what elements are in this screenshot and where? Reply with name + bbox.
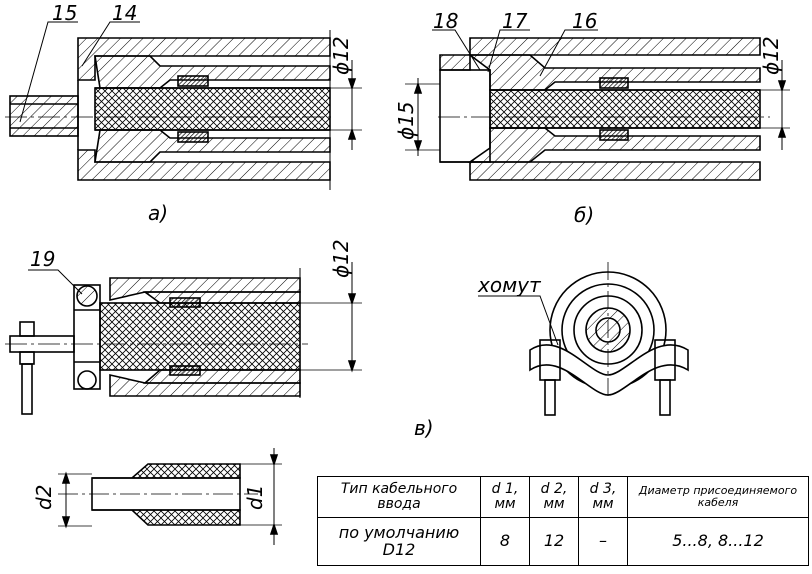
header-cable-diameter: Диаметр присоединяемого кабеля	[627, 476, 809, 518]
header-d2: d 2, мм	[529, 476, 579, 518]
view-a-section	[5, 21, 362, 190]
header-d3: d 3, мм	[578, 476, 628, 518]
spec-table-row: по умолчанию D12 8 12 – 5...8, 8...12	[317, 517, 809, 566]
sleeve-drawing	[58, 448, 282, 545]
label-phi12-a: ϕ12	[329, 36, 353, 75]
cell-gland-type: по умолчанию D12	[317, 517, 481, 566]
spec-table: Тип кабельного ввода d 1, мм d 2, мм d 3…	[317, 476, 809, 566]
clamp-view	[478, 262, 689, 416]
label-part-17: 17	[502, 9, 528, 33]
label-phi12-c: ϕ12	[329, 239, 353, 278]
header-gland-type: Тип кабельного ввода	[317, 476, 481, 518]
label-view-b: б)	[574, 203, 594, 227]
label-part-16: 16	[572, 9, 597, 33]
cell-d2: 12	[529, 517, 579, 566]
spec-table-header-row: Тип кабельного ввода d 1, мм d 2, мм d 3…	[317, 476, 809, 518]
label-phi15: ϕ15	[394, 101, 418, 140]
cell-cable-diameter: 5...8, 8...12	[627, 517, 809, 566]
cell-d3: –	[578, 517, 628, 566]
label-view-c: в)	[414, 416, 434, 440]
label-part-14: 14	[112, 1, 137, 25]
label-part-19: 19	[30, 247, 55, 271]
label-d2: d2	[32, 485, 56, 510]
label-part-18: 18	[433, 9, 458, 33]
label-view-a: а)	[148, 201, 168, 225]
cell-d1: 8	[480, 517, 530, 566]
view-b-section	[405, 29, 790, 181]
label-part-15: 15	[52, 1, 77, 25]
view-c-section	[5, 262, 362, 415]
label-phi12-b: ϕ12	[759, 36, 783, 75]
label-d1: d1	[243, 485, 267, 510]
header-d1: d 1, мм	[480, 476, 530, 518]
label-clamp: хомут	[477, 273, 542, 297]
